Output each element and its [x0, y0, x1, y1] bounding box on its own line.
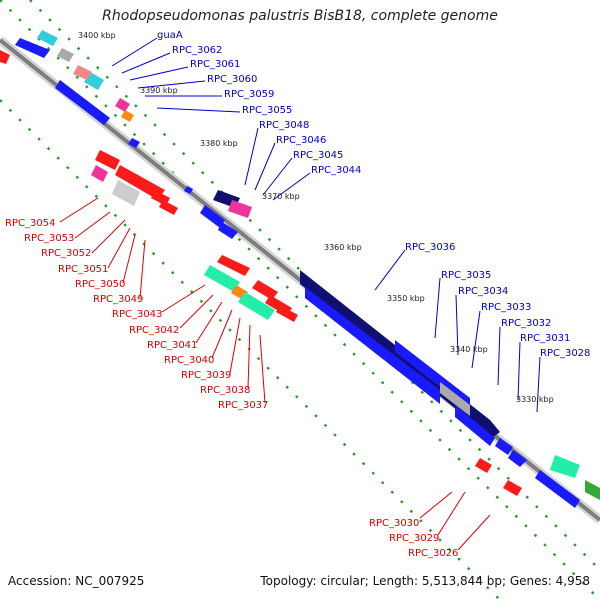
forward-leaders: [111, 37, 541, 413]
forward-gene-label: RPC_3046: [276, 135, 326, 146]
forward-gene-label: RPC_3045: [293, 150, 343, 161]
gene-RPC_3037: [276, 305, 298, 322]
gene-RPC_3046: [228, 200, 252, 218]
gene-RPC_3028: [508, 450, 527, 467]
reverse-gene-label: RPC_3051: [58, 264, 108, 275]
gene-RPC_3051: [91, 165, 108, 182]
gene-small-blue: [128, 138, 140, 148]
gene-far-right: [535, 470, 580, 508]
gene-edge-left: [0, 50, 10, 64]
forward-gene-label: RPC_3044: [311, 165, 361, 176]
gene-RPC_3049: [159, 200, 178, 215]
gene-grey-top: [57, 48, 74, 62]
reverse-gene-label: RPC_3040: [164, 355, 214, 366]
gene-RPC_3029: [503, 480, 522, 496]
forward-genes: [15, 30, 600, 508]
forward-gene-label: RPC_3062: [172, 45, 222, 56]
gene-RPC_3032: [455, 405, 495, 446]
gene-RPC_3048: [218, 222, 238, 239]
forward-gene-label: RPC_3034: [458, 286, 508, 297]
forward-gene-labels: guaA RPC_3062RPC_3061RPC_3060RPC_3059RPC_…: [157, 30, 590, 359]
gene-RPC_3040: [238, 292, 275, 320]
kbp-label: 3360 kbp: [324, 243, 362, 252]
reverse-gene-label: RPC_3039: [181, 370, 231, 381]
forward-gene-label: RPC_3060: [207, 74, 257, 85]
forward-gene-label: RPC_3055: [242, 105, 292, 116]
forward-gene-label: RPC_3035: [441, 270, 491, 281]
kbp-label: 3330 kbp: [516, 395, 554, 404]
reverse-gene-labels: RPC_3054RPC_3053RPC_3052RPC_3051RPC_3050…: [5, 218, 458, 559]
kbp-label: 3390 kbp: [140, 86, 178, 95]
gene-RPC_3043: [204, 265, 240, 292]
gene-RPC_3059: [115, 98, 130, 112]
gene-cyan-top: [37, 30, 58, 46]
gene-RPC_3039: [252, 280, 278, 300]
forward-gene-label: RPC_3031: [520, 333, 570, 344]
gene-guaA: [15, 38, 50, 58]
gene-RPC_3033: [440, 382, 470, 416]
reverse-gene-label: RPC_3049: [93, 294, 143, 305]
kbp-label: 3350 kbp: [387, 294, 425, 303]
reverse-leaders: [59, 197, 491, 551]
reverse-gene-label: RPC_3041: [147, 340, 197, 351]
kbp-label: 3370 kbp: [262, 192, 300, 201]
reverse-gene-label: RPC_3054: [5, 218, 55, 229]
forward-gene-label: RPC_3032: [501, 318, 551, 329]
forward-gene-label: guaA: [157, 30, 183, 41]
genome-summary-text: Topology: circular; Length: 5,513,844 bp…: [260, 574, 590, 588]
reverse-gene-label: RPC_3026: [408, 548, 458, 559]
gene-RPC_3060: [73, 65, 92, 80]
forward-gene-label: RPC_3033: [481, 302, 531, 313]
reverse-gene-label: RPC_3050: [75, 279, 125, 290]
gene-teal-right: [550, 455, 580, 478]
reverse-genes: [0, 50, 522, 496]
forward-gene-label: RPC_3059: [224, 89, 274, 100]
reverse-gene-label: RPC_3037: [218, 400, 268, 411]
gene-RPC_3042: [217, 255, 250, 276]
gene-RPC_3035: [305, 287, 440, 404]
map-title: Rhodopseudomonas palustris BisB18, compl…: [102, 8, 498, 24]
gene-RPC_3044: [200, 205, 225, 228]
gene-RPC_3062: [55, 80, 110, 125]
forward-gene-label: RPC_3061: [190, 59, 240, 70]
forward-gene-label: RPC_3036: [405, 242, 455, 253]
kbp-label: 3400 kbp: [78, 31, 116, 40]
kbp-label: 3340 kbp: [450, 345, 488, 354]
gene-RPC_3052: [112, 180, 140, 206]
gene-green-right: [585, 480, 600, 500]
reverse-gene-label: RPC_3052: [41, 248, 91, 259]
forward-gene-label: RPC_3048: [259, 120, 309, 131]
gene-RPC_3053: [115, 165, 165, 200]
gene-tiny-blue: [184, 186, 193, 194]
gene-RPC_3055: [121, 110, 134, 122]
kbp-labels: 3400 kbp 3390 kbp 3380 kbp 3370 kbp 3360 kbp…: [78, 31, 554, 404]
forward-gene-label: RPC_3028: [540, 348, 590, 359]
gene-RPC_3054: [95, 150, 120, 170]
reverse-gene-label: RPC_3043: [112, 309, 162, 320]
reverse-gene-label: RPC_3053: [24, 233, 74, 244]
gene-RPC_3031: [495, 438, 513, 455]
gene-RPC_3030: [475, 458, 492, 473]
lower-tick-rail: [0, 99, 501, 600]
reverse-gene-label: RPC_3038: [200, 385, 250, 396]
reverse-gene-label: RPC_3030: [369, 518, 419, 529]
accession-text: Accession: NC_007925: [8, 574, 145, 588]
kbp-label: 3380 kbp: [200, 139, 238, 148]
reverse-gene-label: RPC_3042: [129, 325, 179, 336]
reverse-gene-label: RPC_3029: [389, 533, 439, 544]
